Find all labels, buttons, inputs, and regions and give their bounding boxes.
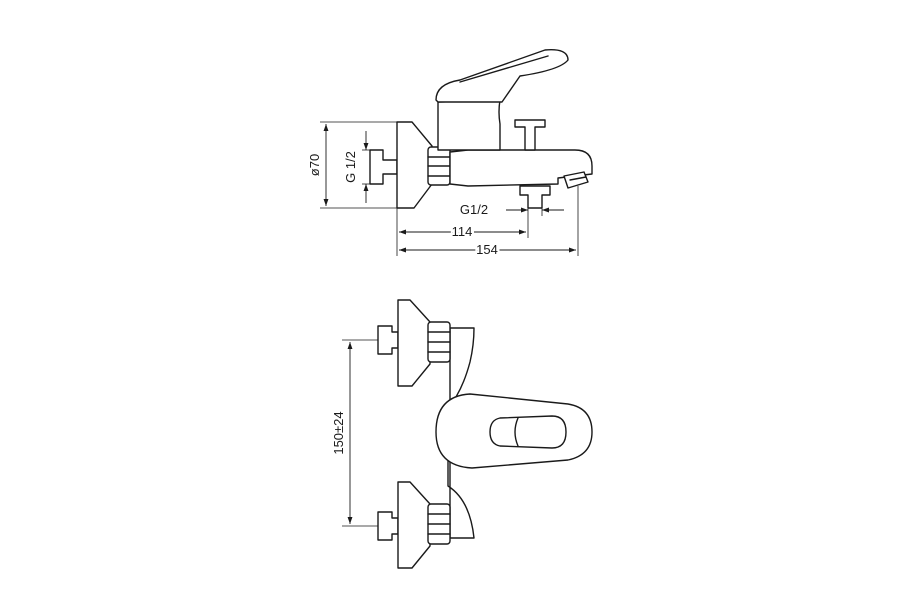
front-body — [447, 327, 475, 539]
upper-flange — [397, 299, 431, 387]
side-view: ø70 G 1/2 G1/2 114 154 — [307, 49, 593, 259]
lower-pipe-stub — [377, 511, 399, 541]
center-distance-label: 150±24 — [331, 411, 346, 454]
thread-wall-label: G 1/2 — [343, 151, 358, 183]
wall-pipe-stub — [369, 149, 398, 185]
spout-outlet — [563, 171, 589, 189]
thread-outlet-label: G1/2 — [460, 202, 488, 217]
mixer-body — [449, 149, 593, 187]
wall-flange — [396, 121, 433, 209]
diverter-knob — [514, 119, 546, 151]
spout-offset-label: 114 — [452, 224, 473, 239]
lever-handle — [435, 49, 569, 103]
lever-grip-slot — [489, 415, 567, 449]
shower-outlet — [519, 185, 551, 209]
diameter-label: ø70 — [307, 154, 322, 176]
front-view: 150±24 — [329, 299, 593, 569]
total-depth-label: 154 — [476, 242, 498, 257]
lower-flange — [397, 481, 431, 569]
upper-pipe-stub — [377, 325, 399, 355]
cartridge-housing — [437, 99, 501, 151]
